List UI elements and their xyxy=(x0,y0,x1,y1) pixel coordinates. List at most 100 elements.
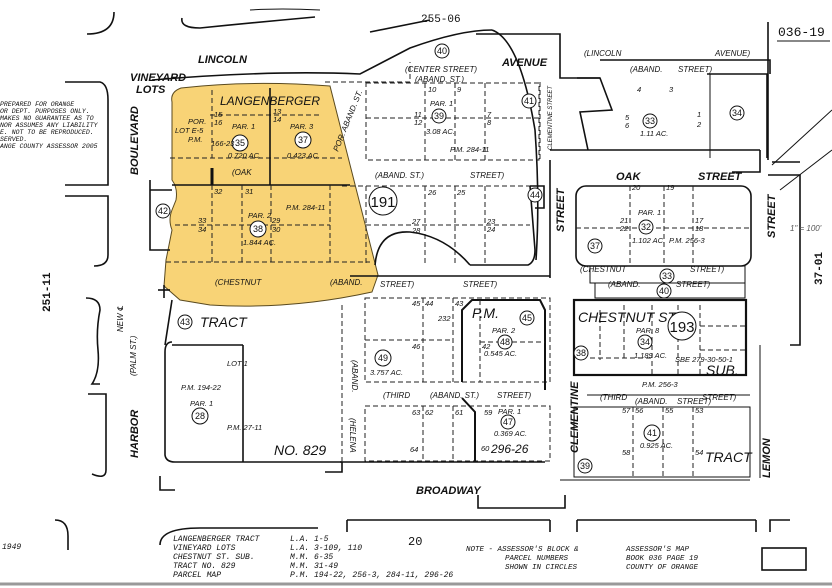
svg-text:0.423 AC.: 0.423 AC. xyxy=(287,151,320,160)
svg-text:3.757 AC.: 3.757 AC. xyxy=(370,368,403,377)
block-193[interactable]: 193 xyxy=(667,311,697,341)
svg-text:296-26: 296-26 xyxy=(490,442,529,456)
svg-text:PAR. 1: PAR. 1 xyxy=(498,407,521,416)
svg-text:0.545 AC.: 0.545 AC. xyxy=(484,349,517,358)
parcel-32[interactable]: 32 PAR. 1 1.102 AC. P.M. 256-3 xyxy=(632,208,706,245)
parcel-34-chestnut[interactable]: 34 PAR. 8 1.189 AC. SBE 279-30-50-1 P.M.… xyxy=(634,326,733,389)
parcel-41-south[interactable]: 41 0.925 AC. xyxy=(640,424,673,450)
svg-text:61: 61 xyxy=(455,408,463,417)
svg-text:P.M.: P.M. xyxy=(188,135,202,144)
lot-numbers: 15 16 13 14 32 31 29 30 33 34 10 9 11 12… xyxy=(198,85,704,457)
svg-text:191: 191 xyxy=(370,194,395,211)
svg-text:NEW ℄: NEW ℄ xyxy=(116,305,125,332)
svg-text:TRACT: TRACT xyxy=(705,449,753,465)
parcel-38-east[interactable]: 38 xyxy=(573,345,589,361)
svg-text:56: 56 xyxy=(635,406,644,415)
adjacent-map-right[interactable]: 37-01 xyxy=(814,252,826,285)
svg-text:CHESTNUT ST.: CHESTNUT ST. xyxy=(578,309,679,325)
svg-text:(CHESTNUT: (CHESTNUT xyxy=(215,278,262,287)
parcel-47[interactable]: 47 PAR. 1 0.369 AC. 296-26 xyxy=(490,407,529,456)
parcel-33-north[interactable]: 33 1.11 AC. xyxy=(640,113,668,138)
street-lincoln: LINCOLN xyxy=(198,54,248,66)
svg-text:15: 15 xyxy=(214,110,223,119)
street-oak: OAK xyxy=(616,171,642,183)
svg-text:E. NOT TO BE REPRODUCED.: E. NOT TO BE REPRODUCED. xyxy=(0,129,94,136)
svg-text:63: 63 xyxy=(412,408,421,417)
parcel-48[interactable]: 48 PAR. 2 0.545 AC. xyxy=(484,326,517,358)
svg-text:PARCEL MAP: PARCEL MAP xyxy=(173,571,221,580)
svg-text:P.M. 194-22, 256-3, 284-11, 29: P.M. 194-22, 256-3, 284-11, 296-26 xyxy=(290,571,453,580)
svg-text:STREET: STREET xyxy=(555,187,567,232)
parcel-37[interactable]: 37 PAR. 3 0.423 AC. xyxy=(287,122,320,160)
svg-text:21: 21 xyxy=(619,216,628,225)
svg-text:24: 24 xyxy=(486,225,495,234)
svg-text:44: 44 xyxy=(530,190,540,200)
svg-text:34: 34 xyxy=(732,108,742,118)
svg-text:OR DEPT. PURPOSES ONLY.: OR DEPT. PURPOSES ONLY. xyxy=(0,108,90,115)
svg-text:30: 30 xyxy=(272,225,281,234)
svg-text:SUB.: SUB. xyxy=(706,362,739,378)
svg-text:(THIRD: (THIRD xyxy=(383,391,410,400)
svg-text:33: 33 xyxy=(198,216,207,225)
parcel-45[interactable]: 45 xyxy=(519,310,535,326)
svg-text:34: 34 xyxy=(640,337,650,347)
svg-text:PAR. 2: PAR. 2 xyxy=(492,326,516,335)
svg-text:STREET): STREET) xyxy=(463,280,498,289)
parcel-35[interactable]: 35 PAR. 1 0.720 AC. 166-23 POR. LOT E-5 … xyxy=(175,117,261,160)
svg-text:STREET): STREET) xyxy=(677,397,712,406)
svg-text:43: 43 xyxy=(455,299,464,308)
svg-text:CHESTNUT ST. SUB.: CHESTNUT ST. SUB. xyxy=(173,553,255,562)
svg-text:TRACT NO. 829: TRACT NO. 829 xyxy=(173,562,236,571)
svg-text:P.M.: P.M. xyxy=(472,305,499,321)
svg-text:CLEMENTINE STREET: CLEMENTINE STREET xyxy=(548,85,554,150)
svg-text:2: 2 xyxy=(696,120,702,129)
svg-text:STREET): STREET) xyxy=(497,391,532,400)
svg-text:P.M. 284-11: P.M. 284-11 xyxy=(286,203,325,212)
parcel-44[interactable]: 44 xyxy=(527,187,543,203)
parcel-39[interactable]: 39 PAR. 1 3.08 AC. P.M. 284-11 xyxy=(426,99,489,154)
parcel-40[interactable]: 40 xyxy=(434,43,450,59)
svg-text:LOT E-5: LOT E-5 xyxy=(175,126,204,135)
adjacent-map-left[interactable]: 251-11 xyxy=(42,272,54,312)
svg-text:45: 45 xyxy=(412,299,421,308)
street-avenue: AVENUE xyxy=(501,57,548,69)
svg-text:58: 58 xyxy=(622,448,631,457)
svg-text:(ABAND. ST.): (ABAND. ST.) xyxy=(375,171,424,180)
parcel-34-north[interactable]: 34 xyxy=(729,105,745,121)
svg-text:(ABAND.: (ABAND. xyxy=(635,397,667,406)
svg-text:L.A. 1-5: L.A. 1-5 xyxy=(290,535,329,544)
svg-text:14: 14 xyxy=(273,115,281,124)
parcel-28[interactable]: 28 PAR. 1 LOT 1 P.M. 194-22 P.M. 27-11 xyxy=(181,359,262,432)
parcel-37-east[interactable]: 37 xyxy=(587,238,603,254)
parcel-33-chestnut[interactable]: 33 xyxy=(659,268,675,284)
parcel-41[interactable]: 41 xyxy=(521,93,537,109)
svg-text:39: 39 xyxy=(434,111,444,121)
tract-labels: VINEYARD LOTS LANGENBERGER TRACT NO. 829… xyxy=(130,72,753,465)
svg-text:37: 37 xyxy=(298,135,308,145)
parcel-42[interactable]: 42 xyxy=(155,203,171,219)
svg-text:38: 38 xyxy=(576,348,586,358)
parcel-40-aband[interactable]: 40 xyxy=(656,283,672,299)
svg-text:3: 3 xyxy=(669,85,674,94)
svg-text:59: 59 xyxy=(484,408,493,417)
svg-text:STREET): STREET) xyxy=(676,280,711,289)
svg-text:PAR. 1: PAR. 1 xyxy=(232,122,255,131)
svg-text:L.A. 3-109, 110: L.A. 3-109, 110 xyxy=(290,544,362,553)
parcel-49[interactable]: 49 3.757 AC. 232 xyxy=(370,314,451,377)
svg-text:(ABAND. ST.): (ABAND. ST.) xyxy=(415,75,464,84)
block-191[interactable]: 191 xyxy=(368,186,398,216)
svg-text:1.189 AC.: 1.189 AC. xyxy=(634,351,667,360)
parcel-39-south[interactable]: 39 xyxy=(577,458,593,474)
svg-text:STREET): STREET) xyxy=(678,65,713,74)
svg-text:P.M. 27-11: P.M. 27-11 xyxy=(227,423,262,432)
svg-text:ANGE COUNTY ASSESSOR 2005: ANGE COUNTY ASSESSOR 2005 xyxy=(0,143,98,150)
svg-text:PREPARED FOR ORANGE: PREPARED FOR ORANGE xyxy=(0,101,74,108)
svg-text:(ABAND.: (ABAND. xyxy=(350,360,359,392)
parcel-43[interactable]: 43 xyxy=(177,314,193,330)
parcel-38[interactable]: 38 PAR. 2 1.844 AC. P.M. 284-11 xyxy=(243,203,325,247)
svg-text:VINEYARD: VINEYARD xyxy=(130,72,186,84)
svg-text:STREET: STREET xyxy=(698,171,743,183)
svg-text:LANGENBERGER TRACT: LANGENBERGER TRACT xyxy=(173,535,261,544)
svg-text:LOTS: LOTS xyxy=(136,84,166,96)
svg-text:0.369 AC.: 0.369 AC. xyxy=(494,429,527,438)
